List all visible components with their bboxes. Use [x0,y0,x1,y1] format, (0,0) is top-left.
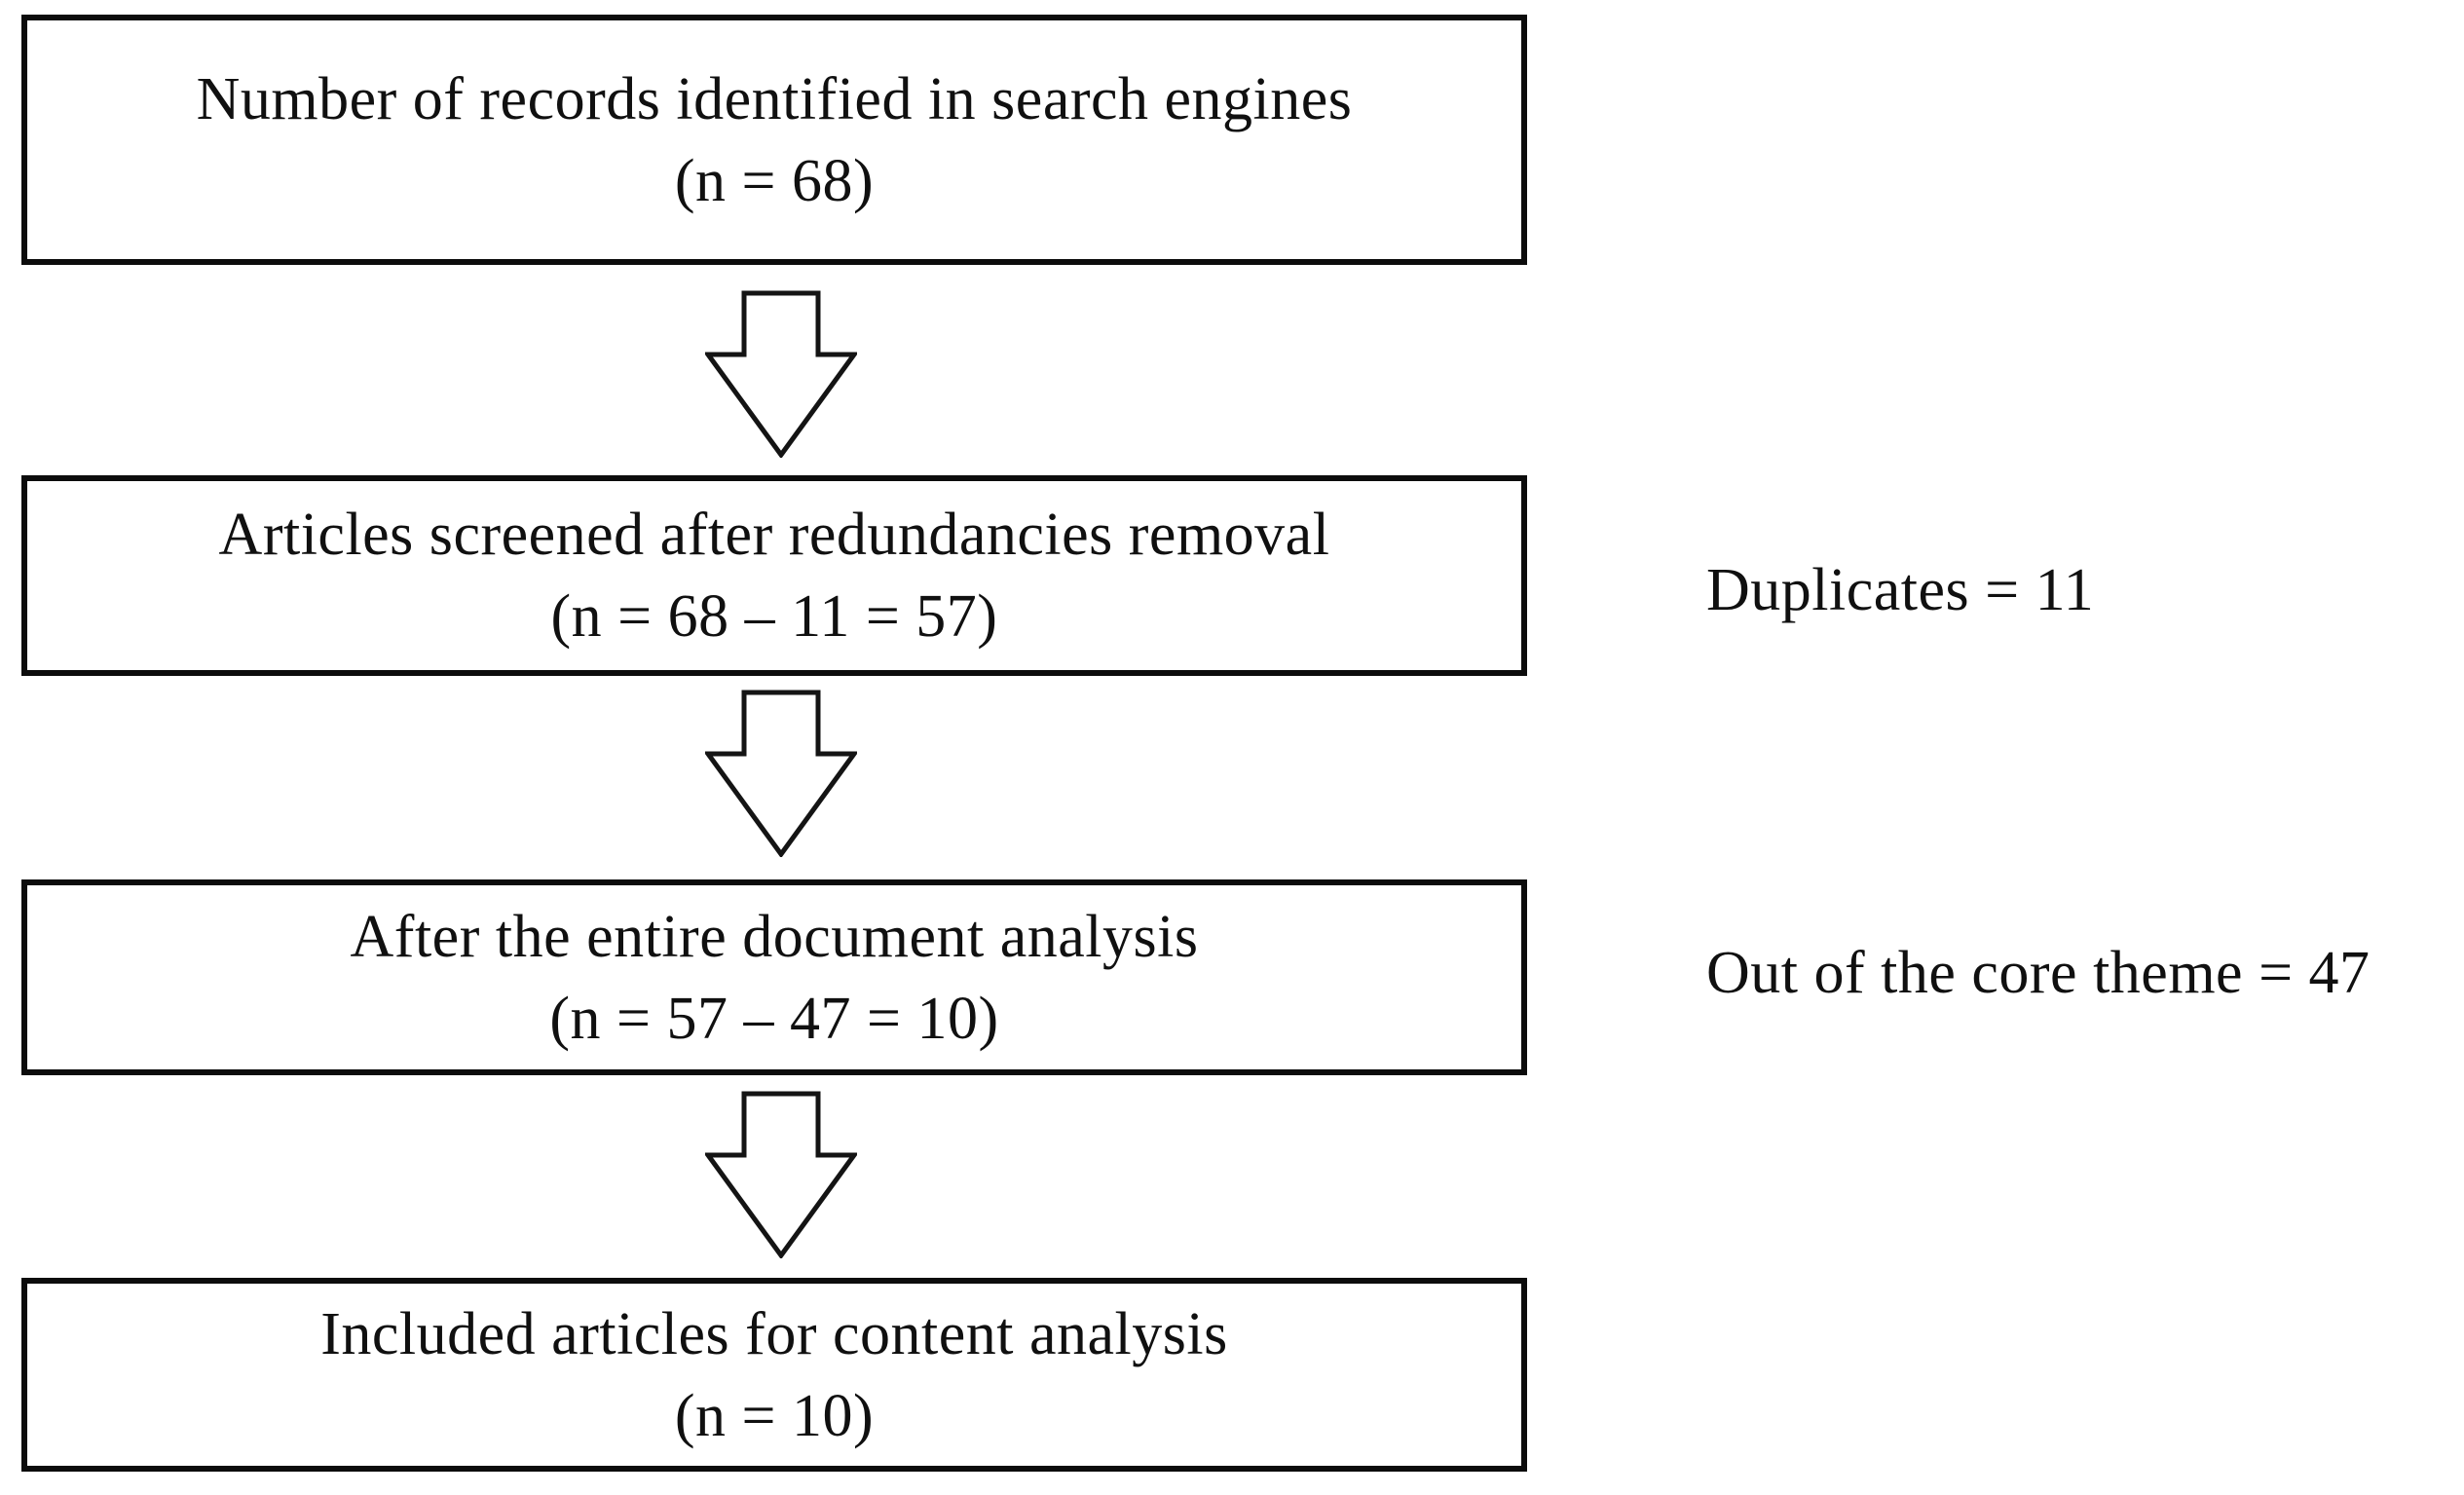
flow-box-eligibility-count: (n = 57 – 47 = 10) [549,985,999,1052]
flow-box-identification-count: (n = 68) [674,147,875,214]
flow-box-included-count: (n = 10) [674,1382,875,1449]
down-block-arrow-icon [705,290,857,458]
flow-box-screening: Articles screened after redundancies rem… [21,475,1527,676]
side-note-duplicates: Duplicates = 11 [1706,557,2095,623]
side-note-out-of-core-theme: Out of the core theme = 47 [1706,940,2371,1006]
flow-box-included: Included articles for content analysis (… [21,1278,1527,1472]
flow-box-identification: Number of records identified in search e… [21,15,1527,265]
flow-box-screening-label: Articles screened after redundancies rem… [218,502,1330,568]
down-block-arrow-icon [705,690,857,857]
flow-box-included-label: Included articles for content analysis [320,1300,1228,1367]
flow-box-eligibility: After the entire document analysis (n = … [21,879,1527,1075]
flow-box-identification-label: Number of records identified in search e… [196,65,1353,132]
flow-box-eligibility-label: After the entire document analysis [350,903,1199,970]
flow-box-screening-count: (n = 68 – 11 = 57) [550,583,998,650]
down-block-arrow-icon [705,1091,857,1258]
